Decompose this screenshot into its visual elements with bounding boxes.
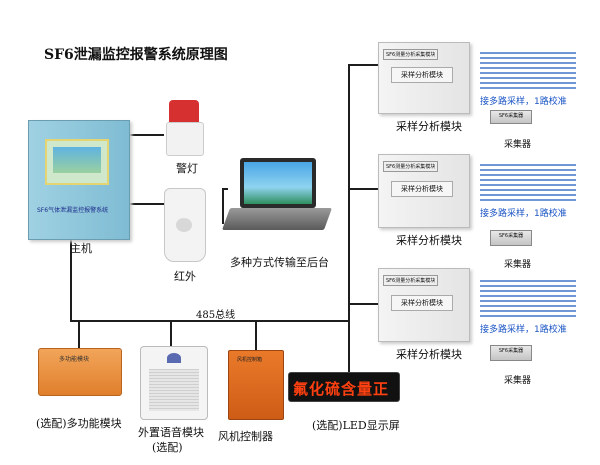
sampling-module-2-label: 采样分析模块	[396, 234, 462, 247]
fan-controller-device-text: 风机控制箱	[237, 357, 263, 363]
fan-controller: 风机控制箱	[228, 350, 284, 420]
laptop-icon	[221, 158, 333, 232]
multi-function-module: 多功能模块	[38, 348, 122, 396]
sampling-module-1-panel: 采样分析模块	[391, 67, 453, 83]
collector-3-label: 采集器	[504, 376, 532, 386]
infrared-label: 红外	[174, 270, 196, 283]
infrared-sensor-icon	[164, 188, 206, 262]
sampling-module-2-panel: 采样分析模块	[391, 181, 453, 197]
sampling-module-1-note: 接多路采样，1路校准	[480, 97, 567, 107]
collector-2: SF6采集器	[490, 230, 532, 246]
sampling-module-1-cabinet: SF6测量分析采集模块 采样分析模块	[378, 42, 470, 114]
alarm-light-label: 警灯	[176, 162, 198, 175]
collector-2-label: 采集器	[504, 260, 532, 270]
voice-module-label: 外置语音模块	[138, 426, 204, 439]
fan-controller-label: 风机控制器	[218, 430, 273, 443]
host-panel-text: SF6气体泄漏监控报警系统	[37, 207, 109, 214]
sampling-module-3-tag: SF6测量分析采集模块	[383, 275, 439, 286]
multi-function-label: (选配)多功能模块	[36, 417, 122, 430]
sampling-module-3-note: 接多路采样，1路校准	[480, 325, 567, 335]
voice-module	[140, 346, 208, 420]
sampling-module-3-label: 采样分析模块	[396, 348, 462, 361]
led-label: (选配)LED显示屏	[312, 419, 400, 432]
sampling-module-2-note: 接多路采样，1路校准	[480, 209, 567, 219]
sampling-module-3-panel: 采样分析模块	[391, 295, 453, 311]
host-screen	[45, 139, 109, 185]
sampling-module-1-label: 采样分析模块	[396, 120, 462, 133]
alarm-light-icon	[166, 100, 204, 156]
laptop-label: 多种方式传输至后台	[230, 256, 329, 269]
sampling-module-1-tag: SF6测量分析采集模块	[383, 49, 439, 60]
bus-label: 485总线	[196, 310, 236, 321]
collector-1: SF6采集器	[490, 110, 532, 124]
collector-3: SF6采集器	[490, 345, 532, 361]
sampling-module-3-cabinet: SF6测量分析采集模块 采样分析模块	[378, 268, 470, 342]
voice-module-optional: (选配)	[152, 441, 183, 454]
host-label: 主机	[70, 242, 92, 255]
led-screen-text: 氟化硫含量正	[293, 380, 390, 398]
led-screen: 氟化硫含量正	[288, 372, 400, 402]
diagram-title: SF6泄漏监控报警系统原理图	[44, 47, 228, 63]
sampling-lines-1	[480, 52, 576, 90]
sampling-module-2-tag: SF6测量分析采集模块	[383, 161, 439, 172]
sampling-lines-3	[480, 280, 576, 318]
host-cabinet: SF6气体泄漏监控报警系统	[28, 120, 130, 240]
multi-function-device-text: 多功能模块	[59, 356, 90, 363]
sampling-module-2-cabinet: SF6测量分析采集模块 采样分析模块	[378, 154, 470, 228]
collector-1-label: 采集器	[504, 140, 532, 150]
sampling-lines-2	[480, 164, 576, 202]
